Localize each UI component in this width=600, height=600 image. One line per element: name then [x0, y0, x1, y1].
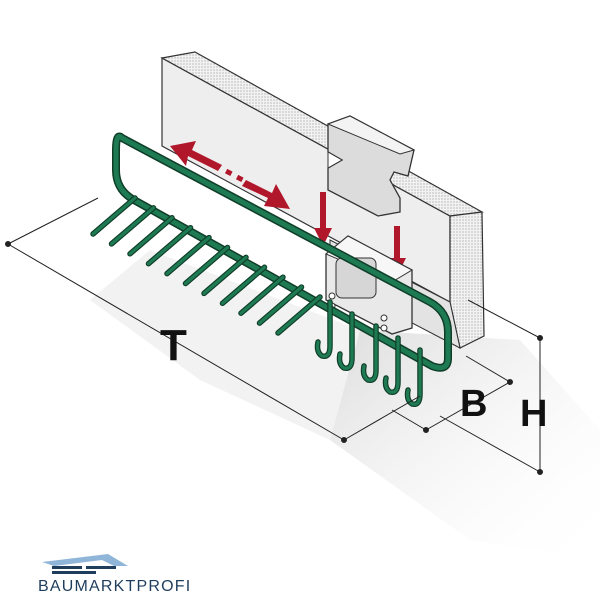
depth-dimension-label: T — [160, 321, 187, 370]
tie-prong — [220, 265, 267, 305]
height-dimension-label: H — [520, 393, 547, 435]
rail-loop — [112, 132, 452, 372]
tie-prong — [146, 226, 193, 266]
tie-prong — [239, 275, 285, 315]
tie-prong — [276, 295, 322, 335]
dimension-lines — [5, 197, 543, 475]
tie-prong — [165, 236, 211, 276]
logo-wordmark: BAUMARKTPROFI — [38, 578, 192, 595]
belt-hooks — [314, 299, 423, 408]
tie-prong — [128, 216, 174, 256]
tie-prong — [109, 206, 156, 246]
brand-logo: BAUMARKTPROFI — [38, 548, 190, 598]
belt-hook — [383, 336, 400, 394]
tie-prong — [202, 255, 248, 295]
tie-prong — [183, 245, 230, 286]
belt-hook — [405, 348, 422, 406]
tie-prong — [91, 196, 137, 236]
belt-hook — [361, 324, 378, 382]
belt-hook — [315, 300, 332, 358]
clip-plate — [326, 115, 416, 217]
width-dimension-label: B — [460, 383, 487, 425]
tie-prong — [257, 285, 304, 325]
belt-hook — [337, 312, 354, 370]
roof-logo-icon — [42, 554, 128, 574]
slide-arrow-icon — [170, 141, 290, 209]
tie-prongs — [90, 195, 323, 336]
